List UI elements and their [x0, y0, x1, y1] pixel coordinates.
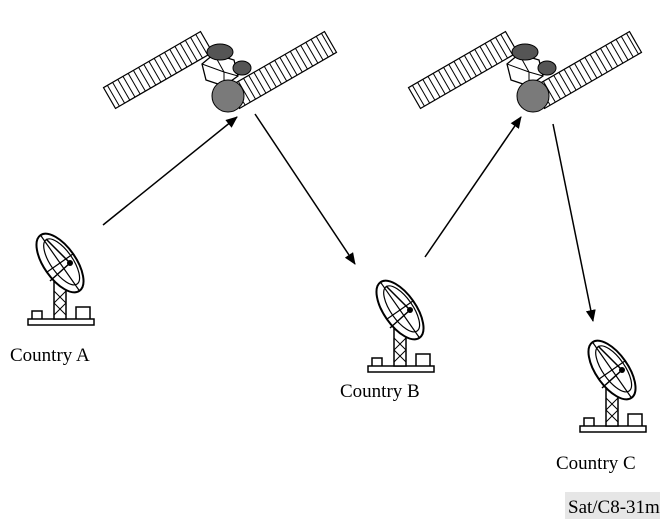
satellite-icon-1 — [102, 30, 338, 113]
earth-station-icon-b — [366, 271, 435, 373]
earth-station-icon-c — [578, 331, 647, 433]
station-label-c: Country C — [556, 453, 636, 474]
satellite-icon-2 — [407, 30, 643, 113]
downlink-arrow-c — [552, 123, 596, 322]
figure-code-background — [565, 492, 660, 519]
uplink-arrow-a — [102, 116, 238, 226]
uplink-arrow-b — [424, 116, 522, 258]
downlink-arrow-b — [254, 113, 356, 265]
station-label-a: Country A — [10, 345, 90, 366]
earth-station-icon-a — [26, 224, 95, 326]
figure-code: Sat/C8-31m — [568, 497, 660, 518]
station-label-b: Country B — [340, 381, 420, 402]
